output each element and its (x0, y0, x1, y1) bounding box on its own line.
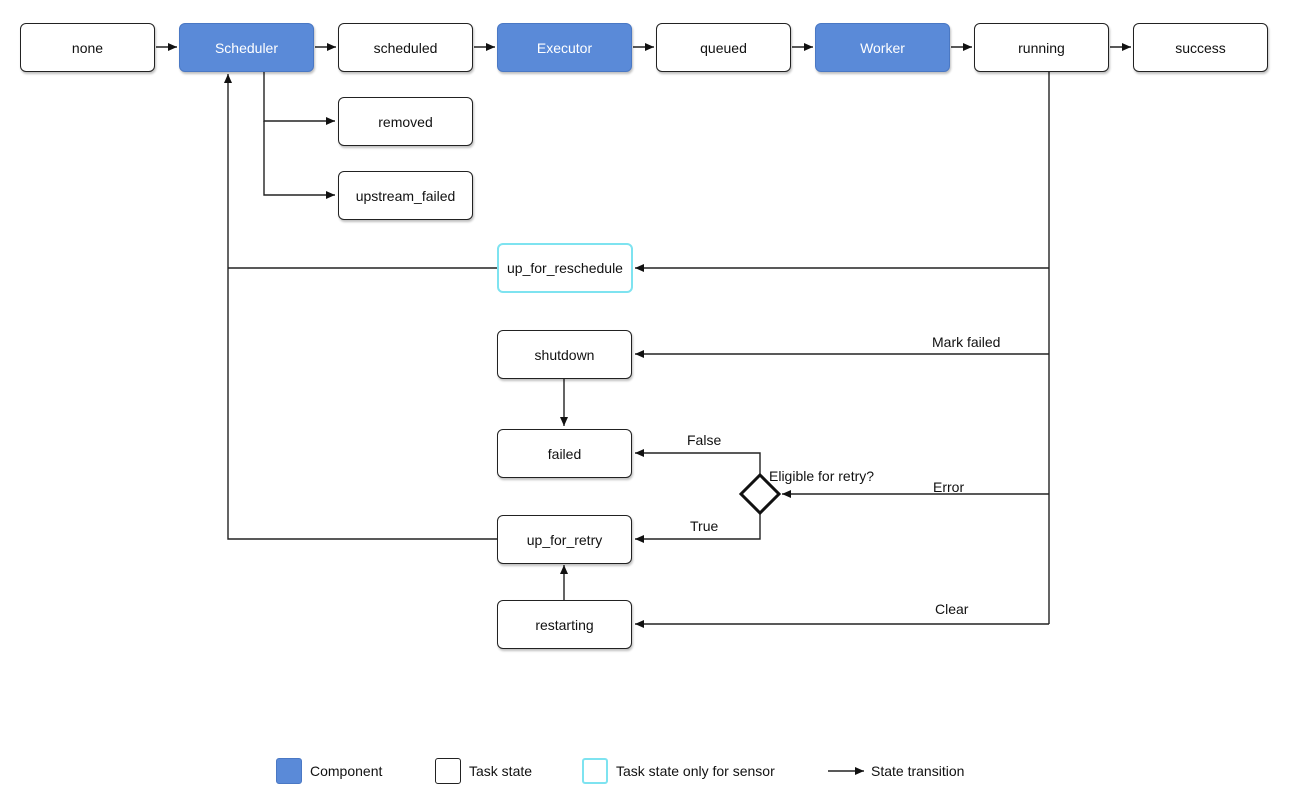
legend-task-state-label: Task state (469, 763, 533, 779)
edge-scheduler-upstream-failed (263, 121, 335, 199)
retry-decision-diamond (738, 472, 782, 516)
legend-transition-label: State transition (871, 763, 965, 779)
state-success: success (1133, 23, 1268, 72)
edge-decision-retry (635, 513, 761, 543)
legend-sensor-state-swatch (582, 758, 608, 784)
label-mark-failed: Mark failed (932, 334, 1001, 350)
edge-retry-to-scheduler (224, 74, 497, 540)
state-removed: removed (338, 97, 473, 146)
component-scheduler: Scheduler (179, 23, 314, 72)
component-executor: Executor (497, 23, 632, 72)
state-failed: failed (497, 429, 632, 478)
legend-component-label: Component (310, 763, 383, 779)
label-false: False (687, 432, 722, 448)
component-worker: Worker (815, 23, 950, 72)
legend-sensor-state-label: Task state only for sensor (616, 763, 775, 779)
legend-task-state-swatch (435, 758, 461, 784)
state-none: none (20, 23, 155, 72)
legend-component: Component (276, 758, 382, 784)
state-up-for-reschedule: up_for_reschedule (497, 243, 633, 293)
label-clear: Clear (935, 601, 969, 617)
label-true: True (690, 518, 719, 534)
label-error: Error (933, 479, 965, 495)
label-eligible-for-retry: Eligible for retry? (769, 468, 875, 484)
legend-component-swatch (276, 758, 302, 784)
legend-sensor-state: Task state only for sensor (582, 758, 775, 784)
legend-task-state: Task state (435, 758, 532, 784)
state-shutdown: shutdown (497, 330, 632, 379)
state-running: running (974, 23, 1109, 72)
state-restarting: restarting (497, 600, 632, 649)
state-up-for-retry: up_for_retry (497, 515, 632, 564)
edge-decision-failed (635, 449, 761, 475)
state-scheduled: scheduled (338, 23, 473, 72)
state-upstream-failed: upstream_failed (338, 171, 473, 220)
state-queued: queued (656, 23, 791, 72)
edge-scheduler-removed (263, 72, 335, 125)
